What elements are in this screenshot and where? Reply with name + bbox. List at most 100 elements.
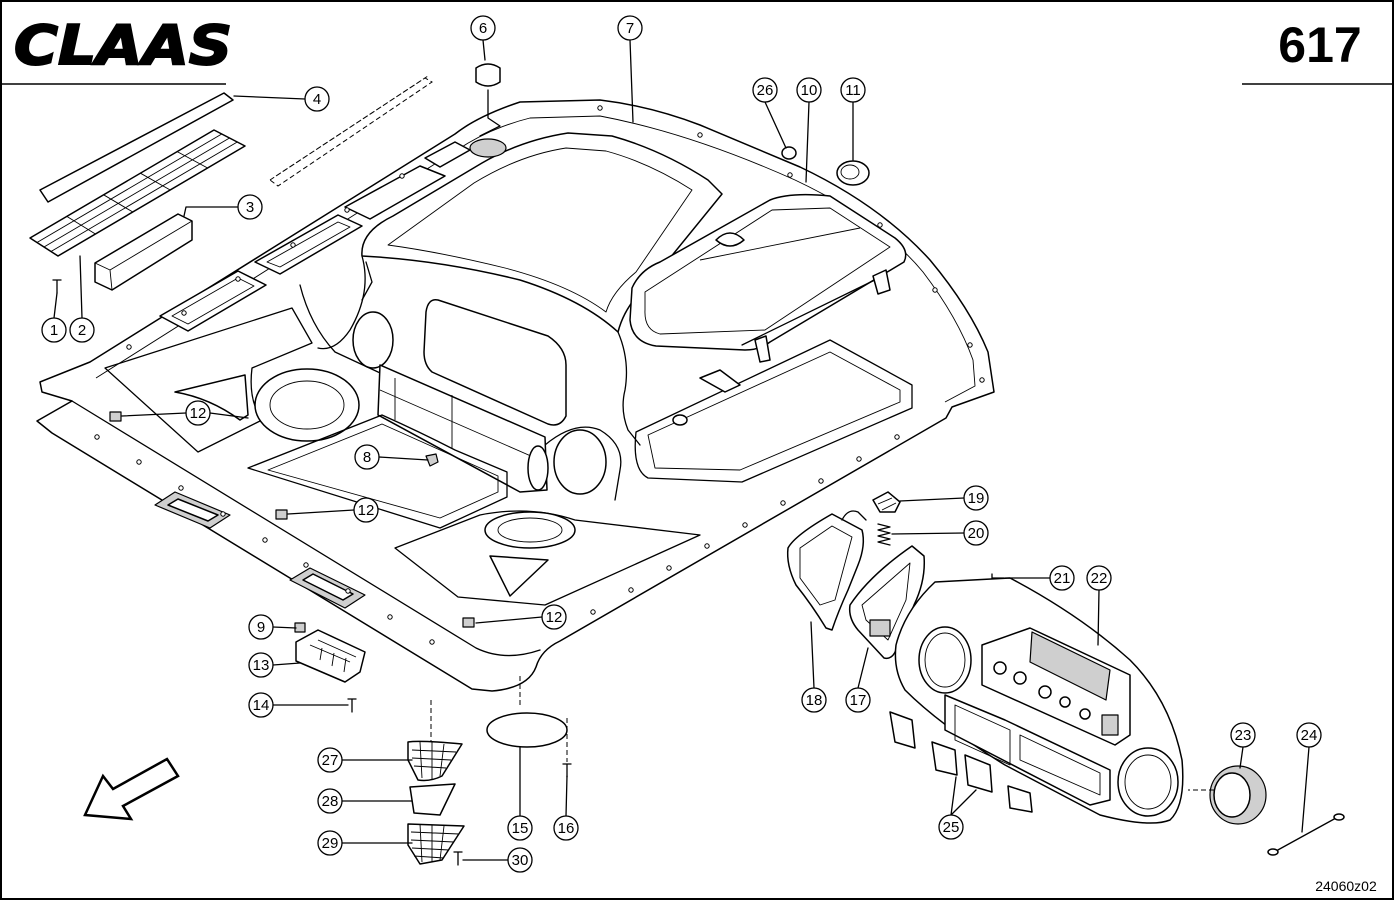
storage-compartment-2 bbox=[1019, 734, 1101, 796]
clip-9 bbox=[294, 622, 306, 633]
callout-circle bbox=[1049, 565, 1075, 591]
callout-circle bbox=[840, 77, 866, 103]
callout-29: 29 bbox=[317, 830, 343, 856]
mounting-hole bbox=[126, 344, 132, 350]
mounting-hole bbox=[262, 537, 268, 543]
speaker-lower-left bbox=[254, 368, 360, 442]
drawing-code: 24060z02 bbox=[1315, 878, 1377, 894]
filter-box-3-edges bbox=[94, 220, 193, 291]
hatch-mount bbox=[699, 369, 741, 393]
callout-circle bbox=[470, 15, 496, 41]
callout-number: 23 bbox=[1235, 727, 1252, 744]
mounting-hole bbox=[303, 562, 309, 568]
cable-24-end-b bbox=[1333, 813, 1345, 821]
cable-24-end-a bbox=[1267, 848, 1279, 856]
mounting-hole bbox=[345, 588, 351, 594]
speaker-front bbox=[484, 511, 576, 549]
mounting-holes bbox=[94, 105, 985, 645]
clip-19 bbox=[872, 491, 901, 513]
mounting-hole bbox=[894, 434, 900, 440]
button-6 bbox=[475, 63, 501, 87]
roof-vent-2 bbox=[254, 214, 363, 275]
mounting-hole bbox=[136, 459, 142, 465]
callout-circle bbox=[801, 687, 827, 713]
callout-18: 18 bbox=[801, 687, 827, 713]
dome-wall-left bbox=[317, 255, 366, 350]
panel-middle bbox=[247, 414, 508, 529]
mounting-hole bbox=[666, 565, 672, 571]
page-number: 617 bbox=[1278, 17, 1361, 73]
callout-12-c: 12 bbox=[541, 604, 567, 630]
filter-box-3 bbox=[94, 213, 193, 291]
callout-3: 3 bbox=[237, 194, 263, 220]
screw-14 bbox=[347, 698, 357, 713]
callout-number: 26 bbox=[757, 82, 774, 99]
mounting-hole bbox=[818, 478, 824, 484]
switch-block-17 bbox=[869, 619, 891, 637]
callout-16: 16 bbox=[553, 815, 579, 841]
callout-circle bbox=[248, 692, 274, 718]
callout-10: 10 bbox=[796, 77, 822, 103]
callout-number: 10 bbox=[801, 82, 818, 99]
button-6-axis bbox=[479, 89, 501, 137]
callout-number: 19 bbox=[968, 490, 985, 507]
trim-panel-18-inner bbox=[799, 525, 853, 606]
roof-fitting bbox=[672, 414, 688, 426]
knob-3 bbox=[1038, 685, 1052, 699]
callout-circle bbox=[963, 520, 989, 546]
knob-1 bbox=[993, 661, 1007, 675]
gauge-ring-left-inner bbox=[924, 632, 966, 688]
storage-box bbox=[944, 694, 1111, 806]
roof-vent-2-inner bbox=[266, 221, 351, 268]
callout-number: 14 bbox=[253, 697, 270, 714]
screw-16 bbox=[562, 763, 572, 778]
callout-circle bbox=[317, 747, 343, 773]
mounting-hole bbox=[590, 609, 596, 615]
screw-30 bbox=[453, 851, 463, 866]
callout-27: 27 bbox=[317, 747, 343, 773]
callout-number: 16 bbox=[558, 820, 575, 837]
bracket-25-b bbox=[931, 741, 958, 776]
callout-circle bbox=[845, 687, 871, 713]
headliner-inner-flange bbox=[95, 115, 976, 403]
mounting-hole bbox=[704, 543, 710, 549]
callout-number: 27 bbox=[322, 752, 339, 769]
callout-circle bbox=[507, 847, 533, 873]
callout-circle bbox=[304, 86, 330, 112]
callout-7: 7 bbox=[617, 15, 643, 41]
mounting-hole bbox=[979, 377, 985, 383]
callout-11: 11 bbox=[840, 77, 866, 103]
gauge-ring-right bbox=[1117, 747, 1179, 817]
roof-vent-1-inner bbox=[171, 277, 255, 325]
callout-circle bbox=[354, 444, 380, 470]
callout-circle bbox=[963, 485, 989, 511]
hatch-frame bbox=[629, 193, 907, 351]
callout-number: 24 bbox=[1301, 727, 1318, 744]
knob-2 bbox=[1013, 671, 1027, 685]
callout-14: 14 bbox=[248, 692, 274, 718]
clip-12-a bbox=[109, 411, 122, 422]
air-duct-outlet bbox=[527, 445, 549, 491]
gauge-ring-left bbox=[918, 626, 972, 694]
clip-19-detail bbox=[877, 497, 897, 511]
callout-15: 15 bbox=[507, 815, 533, 841]
skylight-glass bbox=[387, 147, 693, 313]
callout-number: 4 bbox=[313, 91, 321, 108]
direction-arrow-icon bbox=[83, 757, 180, 821]
mounting-hole bbox=[780, 500, 786, 506]
screw-8 bbox=[425, 453, 439, 467]
callout-number: 18 bbox=[806, 692, 823, 709]
mounting-hole bbox=[220, 511, 226, 517]
center-air-duct bbox=[377, 364, 548, 493]
callout-number: 7 bbox=[626, 20, 634, 37]
callout-circle bbox=[248, 652, 274, 678]
radio-slot bbox=[1029, 631, 1111, 701]
mounting-hole bbox=[628, 587, 634, 593]
grille-29-slats bbox=[410, 823, 460, 863]
grille-2 bbox=[29, 129, 246, 257]
callout-25: 25 bbox=[938, 814, 964, 840]
panel-middle-inner bbox=[267, 423, 499, 519]
claas-logo: CLAAS bbox=[14, 14, 232, 77]
mounting-hole bbox=[932, 287, 938, 293]
